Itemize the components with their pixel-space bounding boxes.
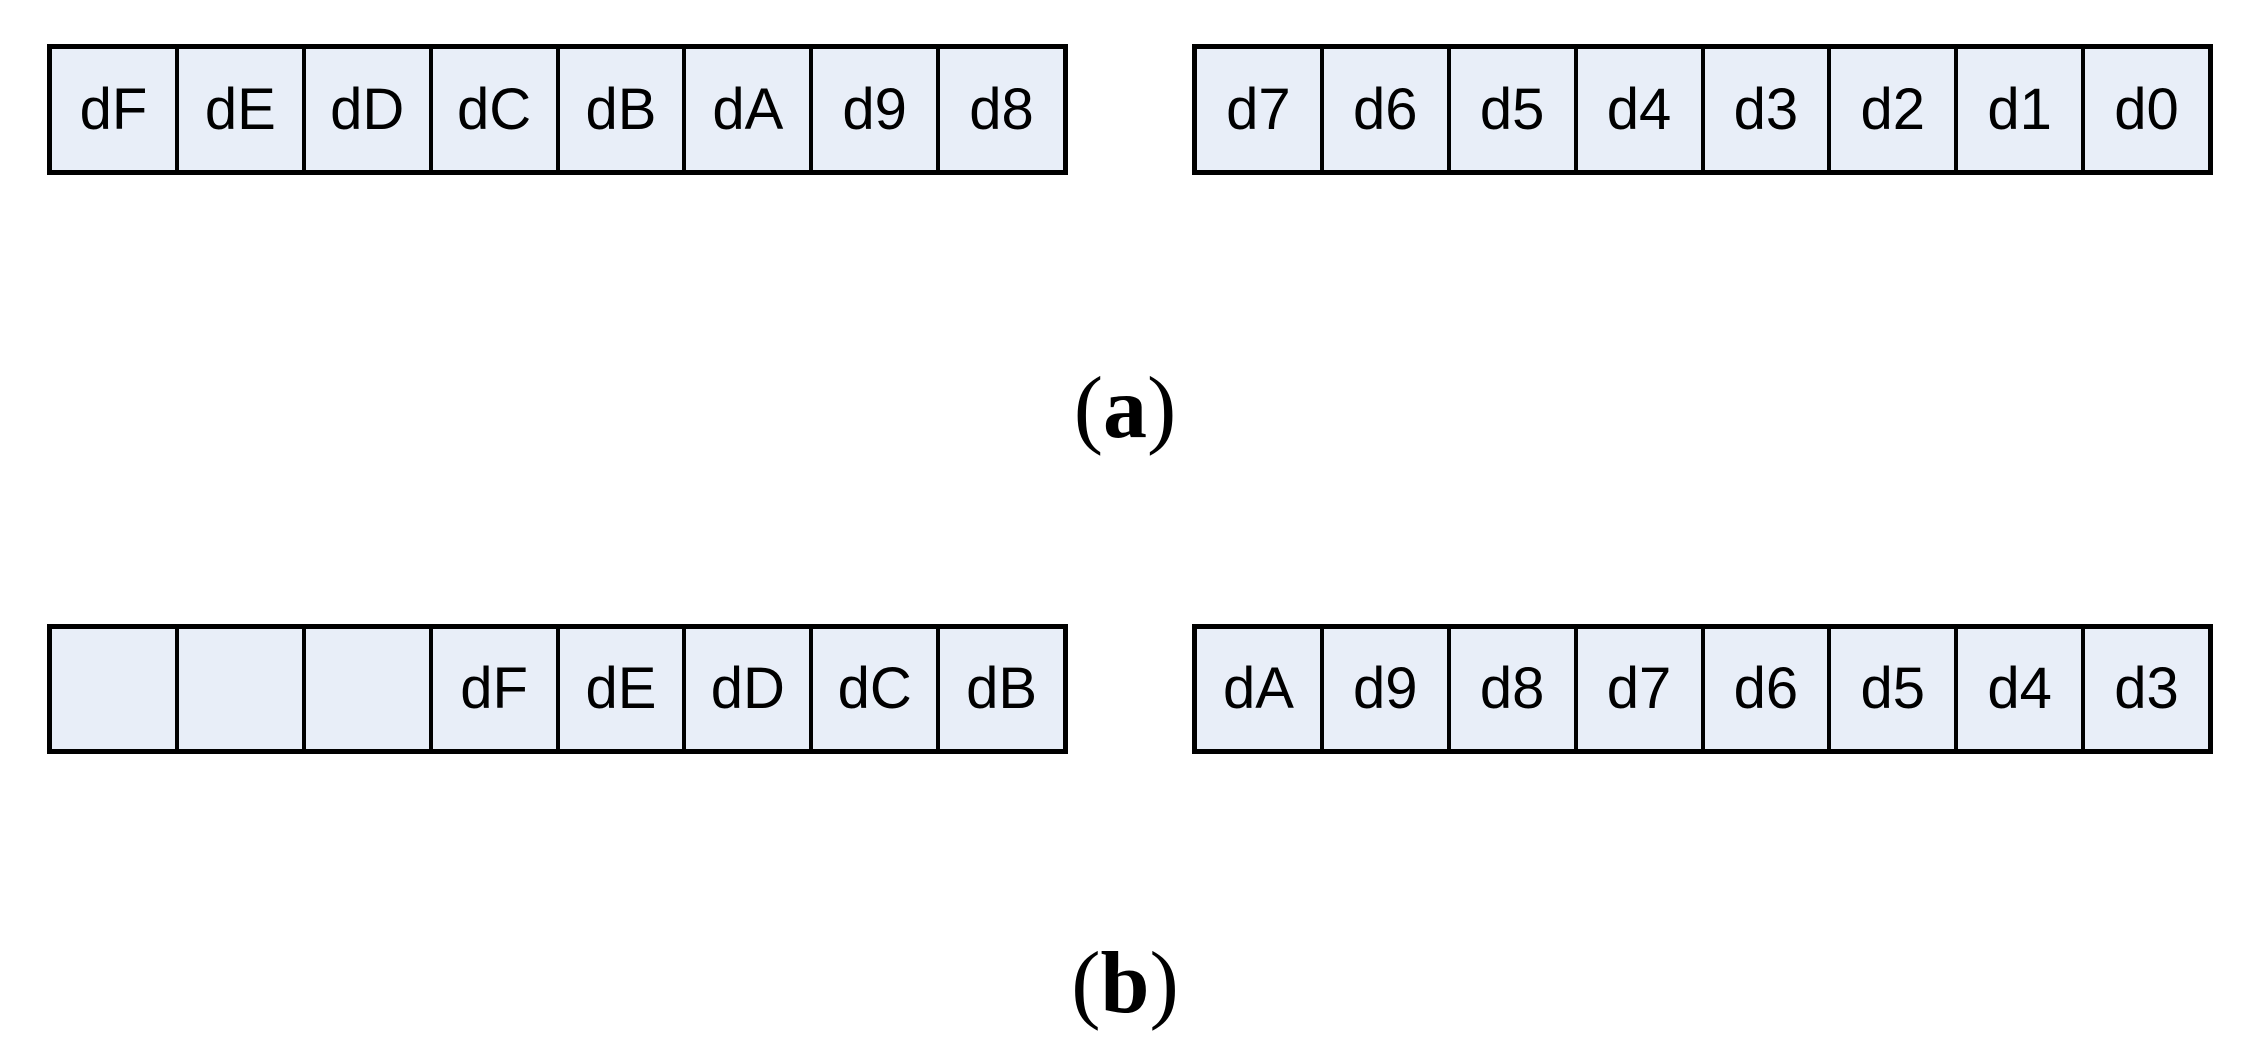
register-bit-cell: d1 [1954,49,2081,170]
register-bit-cell: d8 [936,49,1063,170]
panel-b-caption: (b) [0,933,2250,1034]
register-bit-cell: d5 [1827,629,1954,749]
panel-b-caption-letter: b [1100,935,1150,1032]
register-bit-cell: d6 [1319,49,1447,170]
register-bit-cell: d7 [1226,76,1291,142]
panel-a-caption-close-paren: ) [1147,360,1177,457]
register-bit-cell: d4 [1573,49,1701,170]
register-bit-cell: dA [682,49,809,170]
register-bit-cell: dB [555,49,683,170]
register-bit-cell: d6 [1700,629,1828,749]
register-bit-cell: d3 [2081,629,2208,749]
register-bit-cell: dB [936,629,1063,749]
register-bit-cell: d4 [1954,629,2081,749]
register-bit-cell: dD [682,629,809,749]
panel-b-caption-open-paren: ( [1071,935,1101,1032]
register-bit-cell: dE [174,49,302,170]
register-bit-cell: dD [301,49,429,170]
register-bit-cell: dF [79,76,148,142]
register-bit-cell [52,629,175,749]
panel-a-caption: (a) [0,358,2250,459]
register-bit-cell [174,629,302,749]
register-bit-cell [301,629,429,749]
register-bit-cell: d9 [809,49,936,170]
register-bit-cell: dA [1222,656,1294,721]
register-bit-cell: d9 [1319,629,1447,749]
panel-a-caption-letter: a [1103,360,1147,457]
register-bit-cell: dE [555,629,683,749]
panel-b-caption-close-paren: ) [1149,935,1179,1032]
register-bit-cell: d3 [1700,49,1828,170]
register-bit-cell: d0 [2081,49,2208,170]
register-bit-cell: d7 [1573,629,1701,749]
register-bit-cell: dC [809,629,936,749]
register-bit-cell: d2 [1827,49,1954,170]
register-bit-cell: d8 [1446,629,1574,749]
register-bit-cell: dC [428,49,556,170]
register-bit-cell: dF [428,629,556,749]
register-bit-cell: d5 [1446,49,1574,170]
panel-a-caption-open-paren: ( [1073,360,1103,457]
